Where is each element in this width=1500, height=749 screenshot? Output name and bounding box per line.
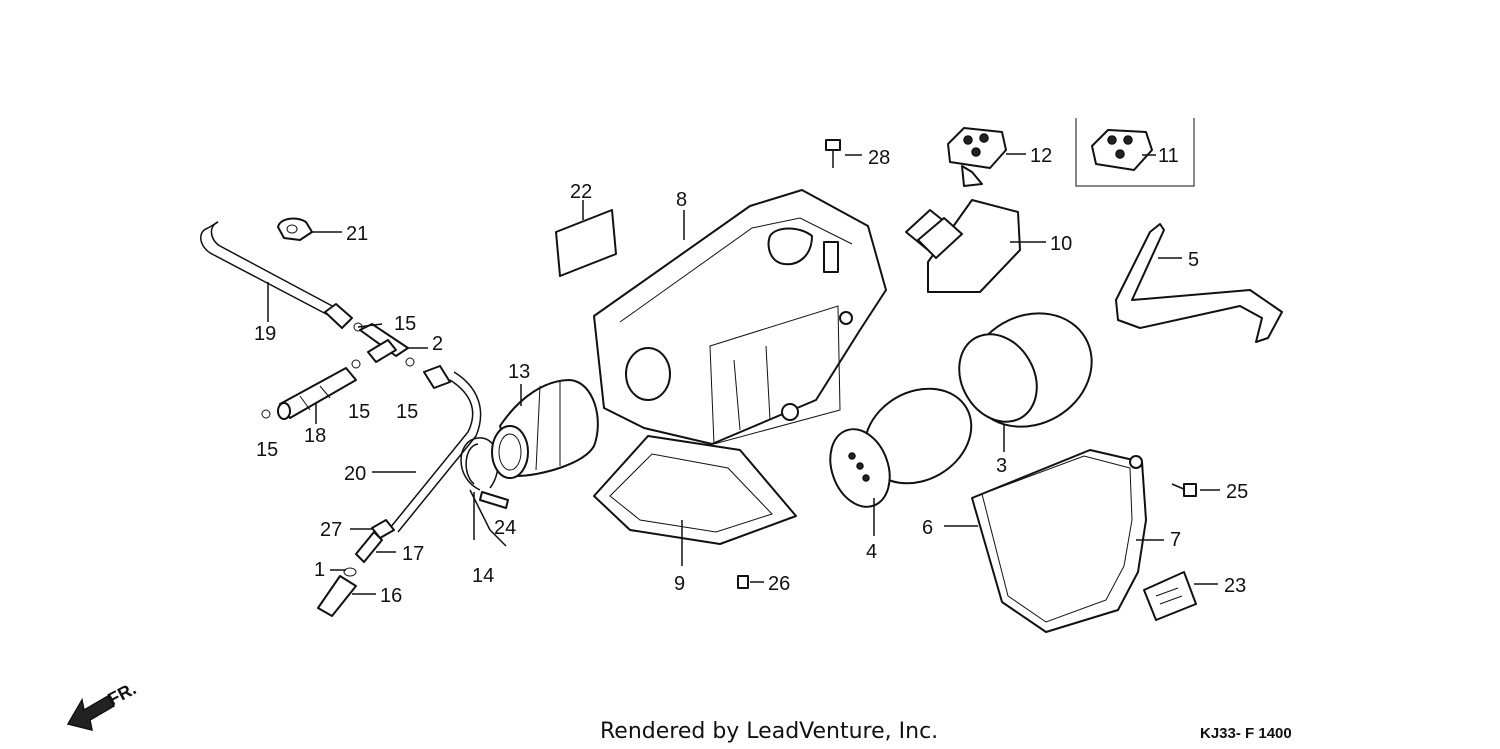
callout-8: 8 [676,189,687,211]
drain-assembly [317,519,396,617]
callout-20: 20 [344,463,366,485]
footer-credit: Rendered by LeadVenture, Inc. [600,719,938,744]
callout-15b: 15 [348,401,370,423]
callout-15c: 15 [396,401,418,423]
hose-19 [200,221,353,329]
holder-11 [1075,118,1195,187]
callout-10: 10 [1050,233,1072,255]
callout-4: 4 [866,541,877,563]
callout-7: 7 [1170,529,1181,551]
callout-26: 26 [768,573,790,595]
band-14 [460,437,509,547]
t-joint-2 [261,322,428,419]
callout-6: 6 [922,517,933,539]
tray-9 [593,435,797,566]
callout-13: 13 [508,361,530,383]
diagram-code: KJ33- F 1400 [1200,725,1292,742]
callout-23: 23 [1224,575,1246,597]
callout-12: 12 [1030,145,1052,167]
label-23 [1143,571,1218,621]
direction-marker: FR. [66,678,139,732]
callout-22: 22 [570,181,592,203]
callout-28: 28 [868,147,890,169]
callout-27: 27 [320,519,342,541]
clip-21 [277,217,342,241]
callout-11: 11 [1158,145,1179,167]
bolt-25 [1171,483,1220,497]
callout-24: 24 [494,517,516,539]
holder-12 [947,127,1026,187]
callout-labels: 1 2 3 4 5 6 7 8 9 10 11 12 13 14 15 15 1… [254,145,1248,607]
callout-2: 2 [432,333,443,355]
callout-5: 5 [1188,249,1199,271]
callout-15a: 15 [394,313,416,335]
element-4 [829,387,973,536]
callout-3: 3 [996,455,1007,477]
callout-1: 1 [314,559,325,581]
air-cleaner-case-8 [593,189,887,445]
callout-17: 17 [402,543,424,565]
callout-14: 14 [472,565,494,587]
callout-21: 21 [346,223,368,245]
bracket-5 [1115,223,1283,343]
hose-18 [277,367,357,424]
lid-7 [944,449,1164,633]
callout-16: 16 [380,585,402,607]
callout-15d: 15 [256,439,278,461]
cover-10 [905,199,1046,293]
label-22 [555,200,617,277]
tube-13 [491,379,599,479]
bolt-26 [737,575,764,589]
bolt-28 [825,139,862,168]
callout-18: 18 [304,425,326,447]
hose-20 [372,365,482,533]
sleeve-3 [958,312,1093,452]
callout-19: 19 [254,323,276,345]
callout-9: 9 [674,573,685,595]
callout-25: 25 [1226,481,1248,503]
